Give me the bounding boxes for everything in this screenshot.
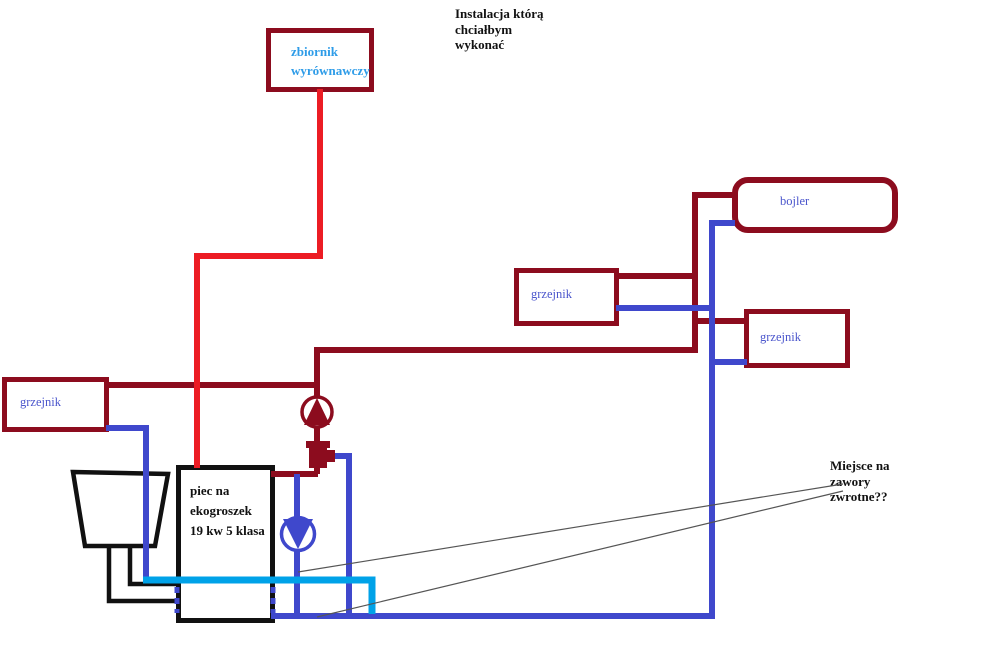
radiator-label-left: grzejnik (20, 395, 61, 409)
coal-hopper-outline (70, 469, 171, 549)
pump-hot-triangle-icon (304, 398, 330, 425)
coal-feeder-outer (106, 546, 178, 604)
furnace-label: piec na ekogroszek 19 kw 5 klasa (190, 483, 265, 538)
pipe-return-left-radiator (106, 425, 149, 580)
check-valves-annotation: Miejsce na zawory zwrotne?? (830, 458, 890, 504)
radiator-label-middle: grzejnik (531, 287, 572, 301)
check-valve-body (306, 441, 335, 468)
radiator-box-left: grzejnik (2, 377, 109, 432)
pipe-expansion-tank (194, 89, 323, 468)
pump-return-triangle-icon (283, 519, 313, 549)
pipe-return-valve-bypass (327, 453, 352, 618)
boiler-box: bojler (732, 177, 898, 233)
annotation-pointer-line-1 (297, 483, 844, 573)
furnace-box: piec na ekogroszek 19 kw 5 klasa (176, 465, 275, 623)
radiator-box-right: grzejnik (744, 309, 850, 368)
annotation-pointer-line-2 (316, 490, 844, 618)
radiator-label-right: grzejnik (760, 330, 801, 344)
expansion-tank-box: zbiornik wyrównawczy (266, 28, 374, 92)
pump-return-circle (279, 515, 317, 553)
pipe-return-boiler-main (271, 220, 735, 619)
boiler-label: bojler (780, 194, 810, 208)
coal-feeder-inner (127, 546, 178, 587)
expansion-tank-label: zbiornik wyrównawczy (291, 44, 370, 78)
diagram-title: Instalacja którą chciałbym wykonać (455, 6, 544, 52)
radiator-box-middle: grzejnik (514, 268, 619, 326)
pump-hot-circle (300, 395, 334, 429)
